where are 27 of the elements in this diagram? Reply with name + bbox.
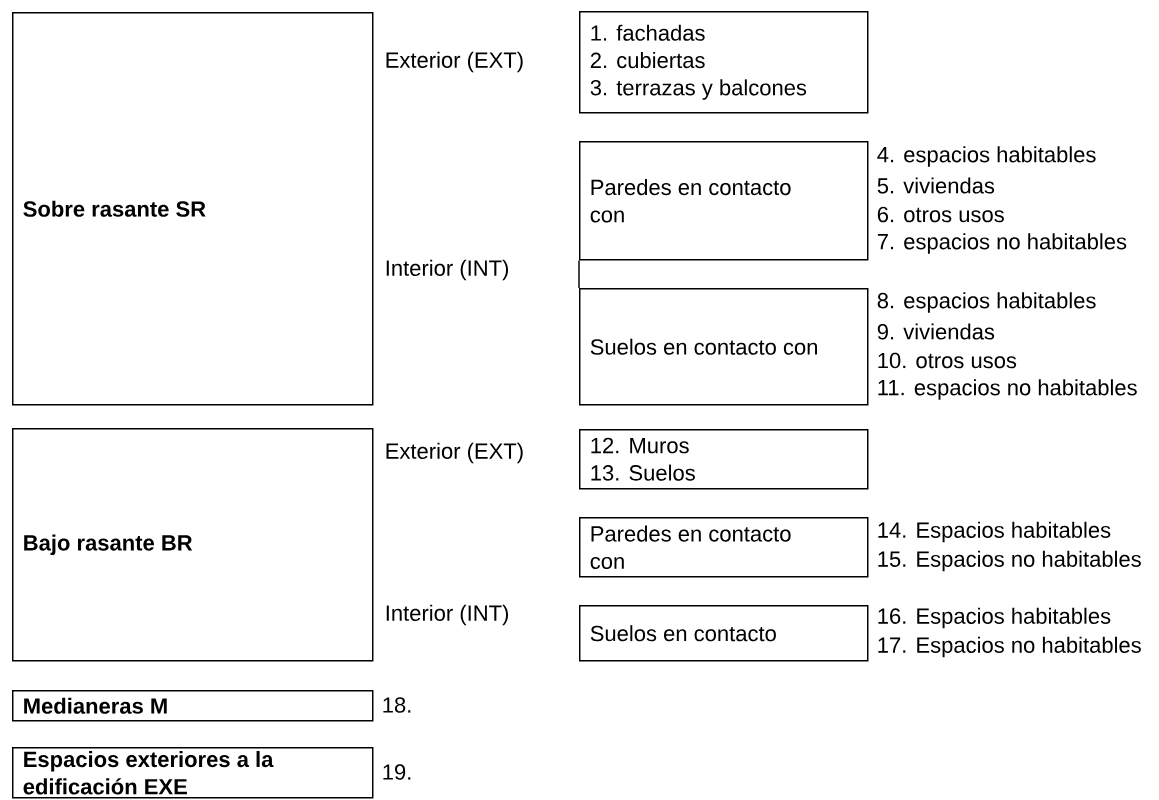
list-box: 12. Muros 13. Suelos [579, 429, 869, 490]
process-box: Suelos en contacto [579, 605, 869, 662]
list-item: 9. viviendas [877, 323, 995, 340]
list-item: 6. otros usos [877, 206, 1004, 223]
list-item: 7. espacios no habitables [877, 233, 1127, 254]
process-box: Paredes en contacto con [579, 517, 869, 578]
list-box: 1. fachadas 2. cubiertas 3. terrazas y balcones [579, 11, 869, 114]
process-box: Suelos en contacto con [579, 288, 869, 406]
list-item: 5. viviendas [877, 177, 995, 194]
list-item: 19. [383, 764, 411, 780]
category-label: Exterior (EXT) [386, 442, 523, 464]
list-item: 4. espacios habitables [877, 146, 1096, 167]
list-item: 8. espacios habitables [877, 292, 1096, 313]
list-item: 16. Espacios habitables [878, 607, 1111, 629]
list-item: 11. espacios no habitables [878, 379, 1137, 400]
category-box: Medianeras M [12, 690, 374, 722]
category-box: Sobre rasante SR [12, 12, 374, 406]
list-item: 17. Espacios no habitables [878, 636, 1141, 658]
list-item: 15. Espacios no habitables [878, 550, 1141, 572]
connector-line [578, 259, 580, 289]
category-box: Espacios exteriores a la edificación EXE [12, 747, 374, 799]
list-item: 14. Espacios habitables [878, 521, 1111, 543]
process-box: Paredes en contacto con [579, 141, 869, 261]
category-box: Bajo rasante BR [12, 428, 374, 662]
category-label: Exterior (EXT) [386, 51, 523, 73]
list-item: 18. [383, 697, 411, 713]
list-item: 10. otros usos [878, 352, 1017, 369]
